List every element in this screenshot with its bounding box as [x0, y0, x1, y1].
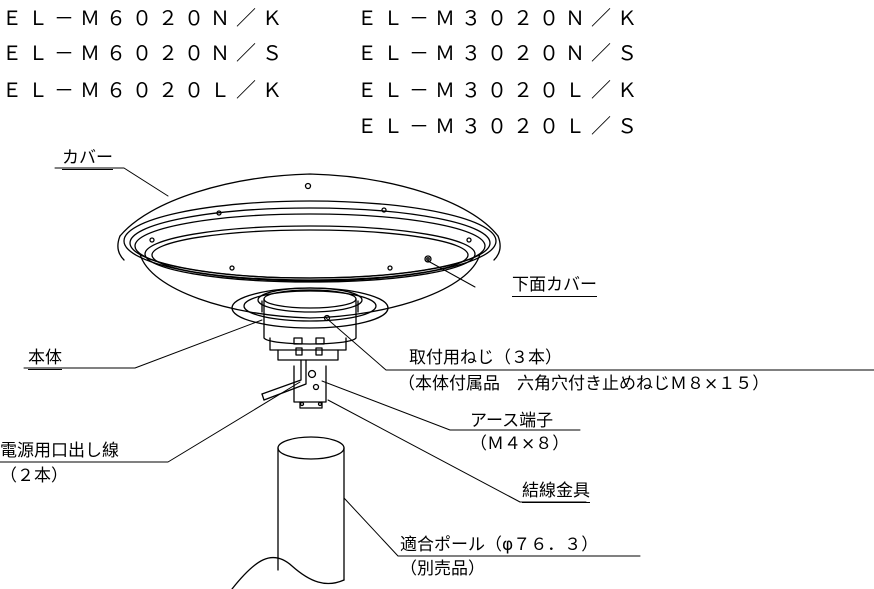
mounting-screw-label: 取付用ねじ（３本） [409, 348, 562, 368]
model-number: ＥＬ－Ｍ６０２０Ｎ／Ｋ [2, 6, 288, 30]
cover-drawing [117, 173, 501, 282]
pole-label: 適合ポール（φ７６．３） [400, 535, 599, 555]
bottom-cover-label: 下面カバー [512, 275, 597, 297]
pole-drawing [231, 436, 345, 589]
cover-label: カバー [62, 148, 113, 170]
pole-note: （別売品） [400, 559, 485, 579]
model-number: ＥＬ－Ｍ６０２０Ｎ／Ｓ [2, 41, 288, 65]
body-label: 本体 [28, 348, 62, 370]
model-number: ＥＬ－Ｍ３０２０Ｎ／Ｓ [357, 41, 643, 65]
model-number: ＥＬ－Ｍ３０２０Ｎ／Ｋ [357, 6, 643, 30]
bottom-cover-drawing [139, 225, 481, 319]
wire-bracket-label: 結線金具 [522, 481, 590, 503]
model-number: ＥＬ－Ｍ３０２０Ｌ／Ｋ [357, 78, 643, 102]
model-number: ＥＬ－Ｍ６０２０Ｌ／Ｋ [2, 78, 288, 102]
wire-and-bracket-drawing [261, 359, 327, 409]
mounting-screw-note: （本体付属品 六角穴付き止めねじＭ８×１５） [398, 374, 770, 394]
leader-lines [0, 167, 874, 557]
power-wire-note: （２本） [0, 466, 68, 486]
model-number: ＥＬ－Ｍ３０２０Ｌ／Ｓ [357, 114, 643, 138]
power-wire-label: 電源用口出し線 [0, 441, 119, 461]
earth-terminal-note: （Ｍ４×８） [470, 434, 570, 454]
earth-terminal-label: アース端子 [470, 411, 554, 431]
body-drawing [231, 287, 389, 361]
